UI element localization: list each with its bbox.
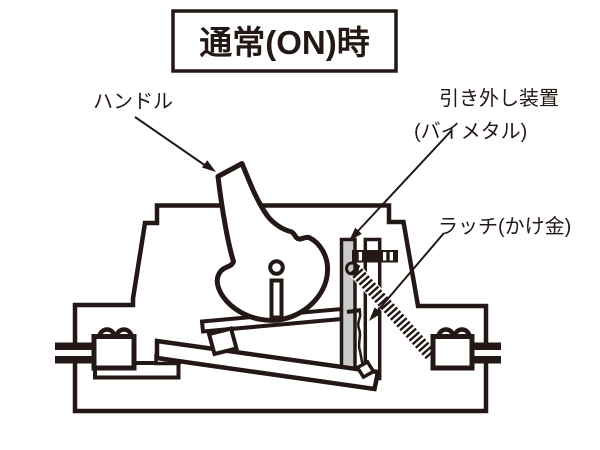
heater-band bbox=[352, 250, 398, 263]
trip-device-label-line2: (バイメタル) bbox=[414, 120, 527, 143]
heater-slit-2 bbox=[383, 252, 387, 261]
handle-pin bbox=[269, 278, 284, 320]
handle-pointer-line bbox=[134, 116, 207, 167]
contact-block bbox=[206, 326, 239, 357]
spring-coil bbox=[349, 264, 436, 360]
latch-label: ラッチ(かけ金) bbox=[438, 215, 571, 238]
right-lead-wires bbox=[471, 342, 501, 364]
left-wire-lower bbox=[55, 356, 94, 364]
handle-pivot-hole bbox=[268, 259, 285, 276]
spring-hook-loop bbox=[345, 261, 359, 276]
heater-slit-3 bbox=[389, 252, 393, 261]
left-terminal-block bbox=[91, 334, 137, 371]
left-terminal bbox=[91, 327, 137, 371]
right-terminal bbox=[430, 327, 475, 371]
left-lead-wires bbox=[55, 342, 94, 364]
trip-device-pointer-arrow bbox=[349, 129, 453, 241]
latch-ledge bbox=[346, 308, 362, 314]
latch-pointer-line bbox=[373, 232, 445, 316]
handle-pointer-head bbox=[202, 160, 216, 172]
right-wire-lower bbox=[471, 356, 501, 364]
trip-spring bbox=[345, 261, 437, 361]
latch-foot bbox=[355, 359, 376, 380]
right-terminal-block bbox=[430, 334, 475, 371]
latch-hook bbox=[346, 308, 376, 380]
latch-pointer-head bbox=[369, 307, 382, 321]
latch-pointer-arrow bbox=[369, 232, 445, 321]
handle-pointer-arrow bbox=[134, 116, 216, 172]
right-wire-gap bbox=[471, 350, 501, 356]
handle bbox=[214, 161, 331, 323]
handle-label: ハンドル bbox=[93, 91, 173, 113]
right-wire-upper bbox=[471, 342, 501, 350]
title-box-border bbox=[171, 9, 398, 73]
title-box: 通常(ON)時 bbox=[171, 9, 398, 73]
trip-device-pointer-head bbox=[349, 227, 362, 241]
latch-wire bbox=[357, 310, 365, 368]
left-wire-upper bbox=[55, 342, 94, 350]
heater-slit-1 bbox=[358, 252, 362, 261]
left-wire-gap bbox=[55, 350, 94, 356]
handle-body bbox=[214, 161, 331, 323]
trip-device-label-line1: 引き外し装置 bbox=[439, 87, 559, 110]
page-title: 通常(ON)時 bbox=[199, 24, 369, 61]
heater-band-body bbox=[352, 250, 398, 263]
trip-device-pointer-line bbox=[356, 129, 453, 233]
